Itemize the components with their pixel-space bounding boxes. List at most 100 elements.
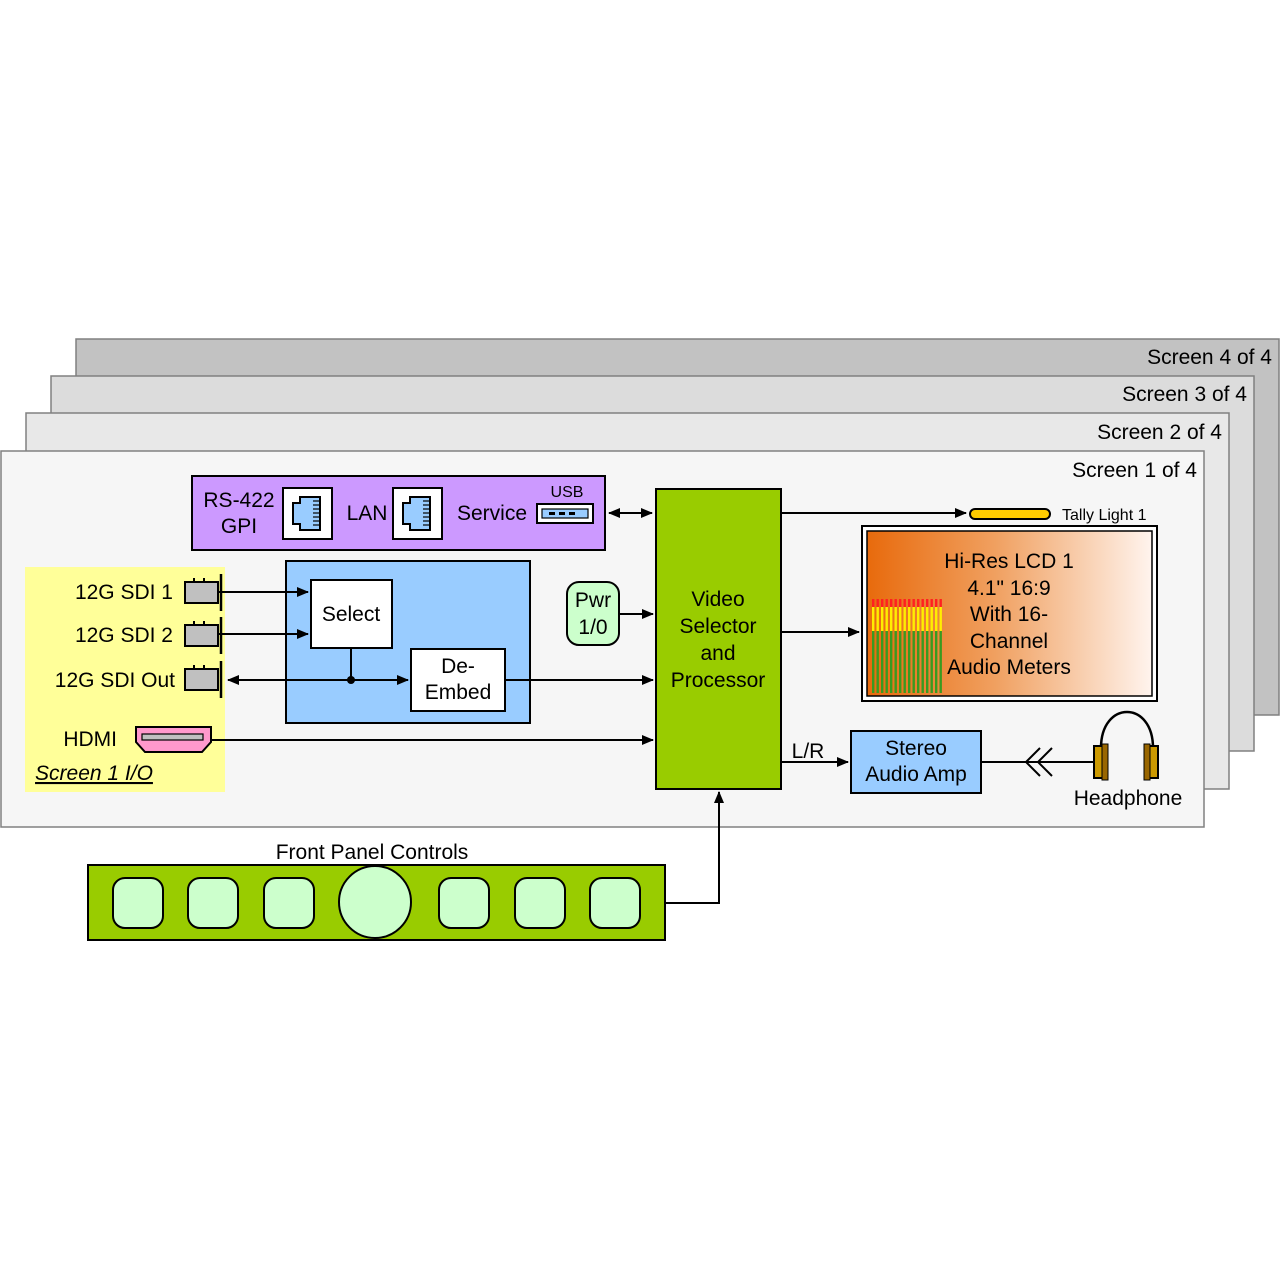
hdmi-connector-icon	[135, 726, 212, 753]
meter-segment	[881, 599, 884, 607]
meter-segment	[939, 631, 942, 693]
deembed-label-1: De-	[441, 655, 475, 678]
meter-segment	[912, 607, 915, 631]
meter-segment	[899, 631, 902, 693]
meter-segment	[908, 631, 911, 693]
power-label-2: 1/0	[578, 616, 607, 639]
processor-label-2: Selector	[679, 615, 756, 638]
meter-segment	[872, 607, 875, 631]
front-panel-knob	[338, 865, 412, 939]
tally-light	[969, 508, 1051, 520]
headphone-icon	[1093, 710, 1159, 781]
meter-segment	[917, 599, 920, 607]
processor-label-3: and	[700, 642, 735, 665]
lan-label: LAN	[347, 502, 388, 525]
meter-segment	[939, 599, 942, 607]
meter-segment	[890, 631, 893, 693]
meter-segment	[926, 607, 929, 631]
meter-segment	[885, 631, 888, 693]
front-panel-button	[112, 877, 164, 929]
video-processor-block	[655, 488, 782, 790]
meter-segment	[876, 607, 879, 631]
screen-1-label: Screen 1 of 4	[1072, 459, 1197, 482]
meter-segment	[894, 607, 897, 631]
meter-segment	[876, 631, 879, 693]
screen-4-label: Screen 4 of 4	[1147, 346, 1272, 369]
meter-segment	[921, 607, 924, 631]
meter-segment	[930, 599, 933, 607]
meter-segment	[926, 599, 929, 607]
amp-label-2: Audio Amp	[865, 763, 967, 786]
meter-segment	[881, 607, 884, 631]
meter-segment	[908, 599, 911, 607]
front-panel-button	[263, 877, 315, 929]
usb-label: USB	[551, 484, 584, 501]
deembed-label-2: Embed	[425, 681, 492, 704]
processor-label-4: Processor	[671, 669, 766, 692]
usb-port-icon	[536, 503, 594, 524]
meter-segment	[930, 607, 933, 631]
meter-segment	[921, 631, 924, 693]
screen-3-label: Screen 3 of 4	[1122, 383, 1247, 406]
meter-segment	[881, 631, 884, 693]
meter-segment	[890, 607, 893, 631]
meter-segment	[935, 607, 938, 631]
meter-segment	[894, 631, 897, 693]
lcd-label-4: Channel	[970, 630, 1048, 653]
tally-label: Tally Light 1	[1062, 507, 1147, 524]
meter-segment	[876, 599, 879, 607]
service-label: Service	[457, 502, 527, 525]
deembed-block	[410, 648, 506, 712]
meter-segment	[917, 607, 920, 631]
meter-segment	[903, 607, 906, 631]
select-block	[310, 579, 393, 649]
bnc-connector-icon	[184, 617, 223, 654]
meter-segment	[912, 599, 915, 607]
meter-segment	[890, 599, 893, 607]
meter-segment	[935, 599, 938, 607]
front-panel-button	[589, 877, 641, 929]
lcd-label-3: With 16-	[970, 603, 1048, 626]
sdi2-label: 12G SDI 2	[75, 624, 173, 647]
lcd-label-5: Audio Meters	[947, 656, 1071, 679]
meter-segment	[921, 599, 924, 607]
meter-segment	[903, 631, 906, 693]
audio-meters	[872, 599, 942, 693]
gpi-label: GPI	[221, 515, 257, 538]
front-panel-label: Front Panel Controls	[276, 841, 469, 864]
lan-port-icon	[392, 487, 443, 540]
meter-segment	[899, 599, 902, 607]
rs422-label: RS-422	[203, 489, 274, 512]
lr-label: L/R	[792, 740, 825, 763]
meter-segment	[935, 631, 938, 693]
meter-segment	[899, 607, 902, 631]
headphone-label: Headphone	[1074, 787, 1183, 810]
hdmi-label: HDMI	[63, 728, 117, 751]
amp-label-1: Stereo	[885, 737, 947, 760]
meter-segment	[872, 599, 875, 607]
meter-segment	[885, 599, 888, 607]
sdi1-label: 12G SDI 1	[75, 581, 173, 604]
front-panel-button	[514, 877, 566, 929]
meter-segment	[894, 599, 897, 607]
meter-segment	[939, 607, 942, 631]
sdi-out-label: 12G SDI Out	[55, 669, 175, 692]
screen-io-caption: Screen 1 I/O	[35, 762, 153, 785]
meter-segment	[930, 631, 933, 693]
front-panel-to-processor-link	[665, 791, 724, 904]
select-label: Select	[322, 603, 381, 626]
lcd-label-1: Hi-Res LCD 1	[944, 550, 1074, 573]
rj45-port-icon	[282, 487, 333, 540]
lcd-label-2: 4.1" 16:9	[967, 577, 1050, 600]
front-panel-button	[187, 877, 239, 929]
front-panel-button	[438, 877, 490, 929]
meter-segment	[903, 599, 906, 607]
stereo-amp-block	[850, 730, 982, 794]
bnc-connector-icon	[184, 661, 223, 698]
meter-segment	[917, 631, 920, 693]
screen-2-label: Screen 2 of 4	[1097, 421, 1222, 444]
processor-label-1: Video	[691, 588, 744, 611]
meter-segment	[912, 631, 915, 693]
meter-segment	[885, 607, 888, 631]
